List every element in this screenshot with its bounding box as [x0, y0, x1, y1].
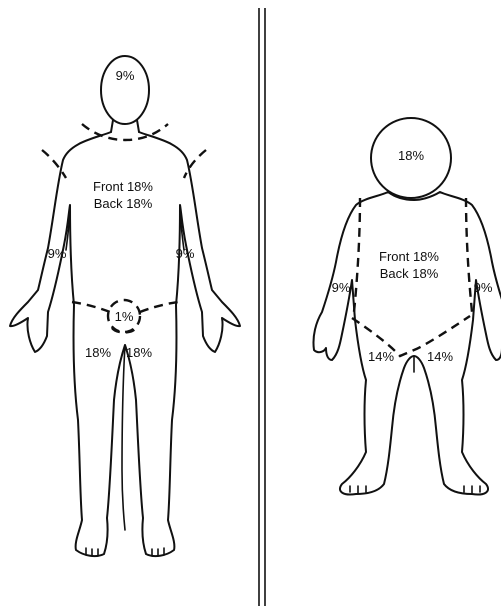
child-left-leg-label: 14% [368, 349, 394, 364]
child-figure: 18% Front 18% Back 18% 9% 9% 14% 14% [313, 118, 501, 495]
adult-right-leg-label: 18% [126, 345, 152, 360]
adult-head-label: 9% [116, 68, 135, 83]
child-body-outline [313, 192, 501, 495]
adult-inner-arms [66, 205, 184, 250]
child-left-arm-label: 9% [332, 280, 351, 295]
child-torso-back-label: Back 18% [380, 266, 439, 281]
adult-torso-back-label: Back 18% [94, 196, 153, 211]
panel-divider [259, 8, 265, 606]
child-torso-front-label: Front 18% [379, 249, 439, 264]
child-head-label: 18% [398, 148, 424, 163]
child-right-leg-label: 14% [427, 349, 453, 364]
adult-toes [86, 548, 164, 556]
adult-leg-separator [122, 345, 125, 530]
adult-genitals-label: 1% [115, 309, 134, 324]
child-right-arm-label: 9% [474, 280, 493, 295]
adult-left-arm-label: 9% [48, 246, 67, 261]
adult-torso-front-label: Front 18% [93, 179, 153, 194]
child-arm-dash-left [354, 198, 360, 312]
child-arm-dash-right [466, 198, 472, 312]
adult-right-arm-label: 9% [176, 246, 195, 261]
adult-figure: 9% Front 18% Back 18% 9% 9% 1% 18% 18% [10, 56, 240, 556]
adult-left-leg-label: 18% [85, 345, 111, 360]
adult-head [101, 56, 149, 124]
